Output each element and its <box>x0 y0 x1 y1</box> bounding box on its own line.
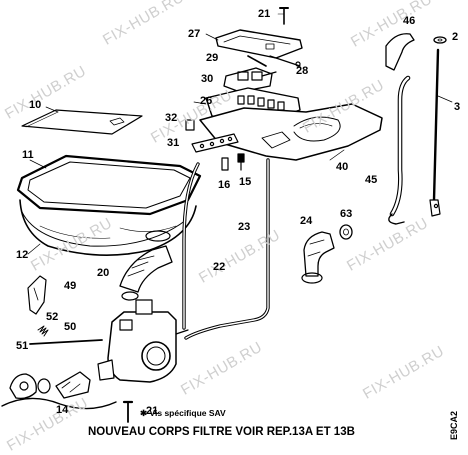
label-part-21-top: 21 <box>258 8 271 20</box>
label-part-14: 14 <box>56 404 69 416</box>
part-32-clip <box>185 119 195 131</box>
part-49-bracket <box>27 275 47 315</box>
label-part-63: 63 <box>340 208 353 220</box>
label-part-11: 11 <box>22 149 34 161</box>
part-15-terminal <box>237 153 245 171</box>
label-part-22: 22 <box>213 261 226 273</box>
part-10-lid-panel <box>21 106 143 135</box>
label-part-24: 24 <box>300 215 313 227</box>
label-part-12: 12 <box>16 249 29 261</box>
part-29-switch-spring <box>247 55 301 67</box>
label-part-40: 40 <box>336 161 349 173</box>
part-40-base-plate <box>199 103 383 161</box>
label-part-46: 46 <box>403 15 416 27</box>
part-45-inlet-hose <box>388 75 411 225</box>
part-2-washer <box>433 36 447 44</box>
part-21-bottom-screw <box>122 400 134 423</box>
label-part-20: 20 <box>97 267 110 279</box>
label-part-30: 30 <box>201 73 214 85</box>
part-14-filter-plug <box>1 371 117 410</box>
part-46-hose-guide <box>385 33 415 71</box>
part-27-control-panel <box>205 29 303 59</box>
label-part-29: 29 <box>206 52 219 64</box>
diagram-code: E9CA2 <box>449 410 459 440</box>
label-part-26: 26 <box>200 95 213 107</box>
part-52-spring <box>37 325 49 337</box>
part-50-rod <box>29 339 103 345</box>
label-part-2: 2 <box>452 31 459 43</box>
part-51-cap <box>9 373 51 400</box>
label-part-45: 45 <box>365 174 378 186</box>
part-63-nut <box>339 224 353 240</box>
part-23-hose <box>184 158 270 340</box>
filter-body <box>97 299 189 383</box>
part-24-drain-elbow <box>301 231 335 284</box>
label-part-23: 23 <box>238 221 251 233</box>
label-part-49: 49 <box>64 280 77 292</box>
diagram-caption: NOUVEAU CORPS FILTRE VOIR REP.13A ET 13B <box>88 426 355 438</box>
part-20-elbow-hose <box>119 230 173 301</box>
label-part-27: 27 <box>188 28 201 40</box>
part-22-drain-hose <box>182 162 200 330</box>
label-part-51: 51 <box>16 340 29 352</box>
part-11-top-frame <box>16 154 202 216</box>
label-part-3: 3 <box>454 101 461 113</box>
label-part-10: 10 <box>29 99 42 111</box>
label-part-16: 16 <box>218 179 231 191</box>
note-specific-screw: ✱ Vis spécifique SAV <box>140 408 226 418</box>
part-12-tub-seal <box>19 199 197 256</box>
label-part-28: 28 <box>296 65 309 77</box>
part-21-top-screw <box>277 7 289 25</box>
part-30-door-lock <box>223 67 277 93</box>
label-part-52: 52 <box>46 311 59 323</box>
label-part-21-bottom: 21 <box>146 405 159 417</box>
part-3-overflow-rod <box>429 48 453 217</box>
part-16-capacitor <box>221 157 229 171</box>
label-part-32: 32 <box>165 112 178 124</box>
label-part-50: 50 <box>64 321 77 333</box>
label-part-15: 15 <box>239 176 252 188</box>
label-part-31: 31 <box>167 137 180 149</box>
part-31-connector-strip <box>191 133 239 153</box>
